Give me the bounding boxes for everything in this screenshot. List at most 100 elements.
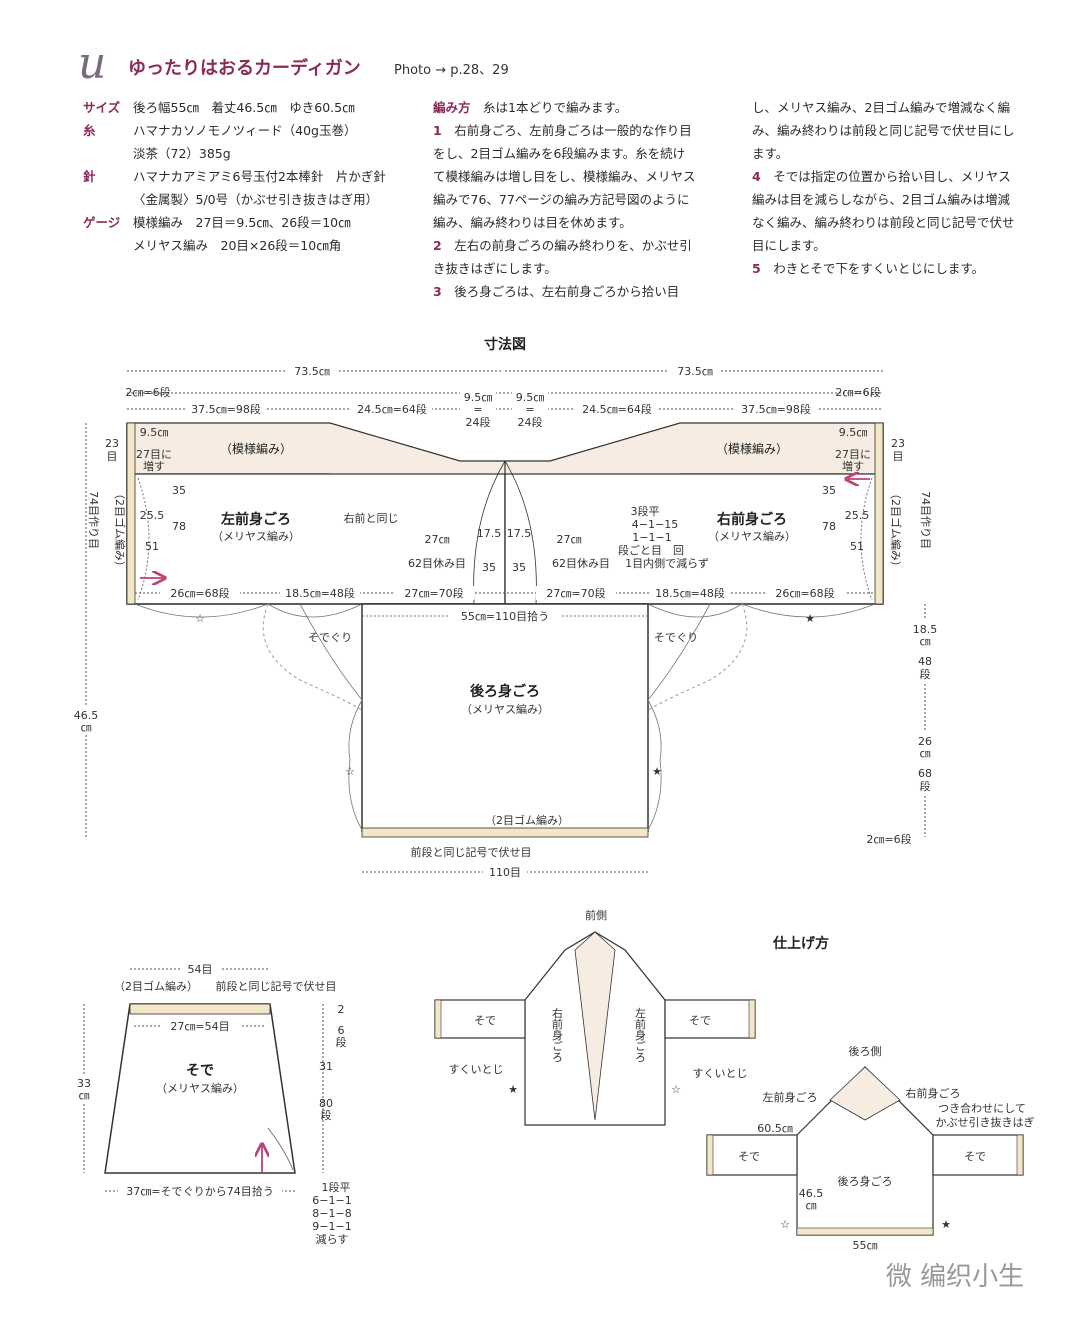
instruction-text: 後ろ身ごろは、左右前身ごろから拾い目 (454, 284, 680, 299)
star-hollow-icon: ☆ (345, 765, 355, 778)
page-title: ゆったりはおるカーディガン (128, 58, 361, 79)
join-note-1: つき合わせにして (938, 1101, 1026, 1115)
dec-inner: 1目内側で減らず (625, 556, 709, 570)
sleeve-rib: （2目ゴム編み） (114, 979, 198, 993)
dim-top-left: 73.5㎝ (294, 365, 330, 378)
finish-back-label: 後ろ側 (849, 1044, 882, 1058)
left-front-stitch: （メリヤス編み） (212, 529, 300, 543)
instruction-text: 目にします。 (752, 238, 826, 253)
star-filled-icon: ★ (652, 765, 662, 778)
instruction-text: 編み、編み終わりは目を休めます。 (433, 215, 632, 230)
dim-me: 目 (107, 450, 118, 463)
dim-175-l: 17.5 (477, 527, 502, 540)
dim-2cm-left: 2㎝=6段 (125, 385, 170, 399)
sleeve-31: 31 (319, 1060, 333, 1073)
dim-37-left: 37.5㎝=98段 (191, 402, 261, 416)
dim-55-110: 55㎝=110目拾う (461, 609, 549, 623)
unit-dan: 段 (321, 1108, 332, 1122)
dim-35-neck-r: 35 (512, 561, 526, 574)
dim-2cm-right: 2㎝=6段 (835, 385, 880, 399)
photo-reference: Photo → p.28、29 (394, 63, 509, 78)
pattern-label-left: （模様編み） (220, 441, 292, 456)
dim-26-68-r: 26㎝=68段 (775, 586, 834, 600)
sleeve-dec-2: 6−1−1 (312, 1194, 351, 1207)
col3-line: し、メリヤス編み、2目ゴム編みで増減なく編 (752, 96, 1042, 119)
dim-51-l: 51 (145, 540, 159, 553)
sleeve-stitch: （メリヤス編み） (156, 1081, 244, 1095)
back-view-465: 46.5 (799, 1187, 824, 1200)
col3-line: 編みは目を減らしながら、2目ゴム編みは増減 (752, 188, 1042, 211)
col3-line: 4 そでは指定の位置から拾い目し、メリヤス (752, 165, 1042, 188)
specs-block: サイズ後ろ幅55㎝ 着丈46.5㎝ ゆき60.5㎝ 糸ハマナカソノモノツィード（… (83, 96, 423, 257)
star-hollow-icon: ☆ (780, 1218, 790, 1231)
instruction-text: し、メリヤス編み、2目ゴム編みで増減なく編 (752, 100, 1010, 115)
col2-line: 編み、編み終わりは目を休めます。 (433, 211, 713, 234)
front-sleeve-l: そで (474, 1014, 496, 1027)
dim-95-27-r: 9.5㎝ (839, 426, 868, 439)
instruction-text: み、編み終わりは前段と同じ記号で伏せ目にし (752, 123, 1015, 138)
sleeve-80: 80 (319, 1097, 333, 1110)
instruction-text: そでは指定の位置から拾い目し、メリヤス (773, 169, 1011, 184)
dim-175-r: 17.5 (507, 527, 532, 540)
instruction-text: 編みで76、77ページの編み方記号図のように (433, 192, 690, 207)
left-front-label: 左前身ごろ (220, 511, 291, 528)
sukui-r: すくいとじ (693, 1067, 748, 1080)
armhole-left: そでぐり (308, 631, 352, 644)
front-bodies (126, 422, 884, 605)
col3-line: なく編み、編み終わりは前段と同じ記号で伏せ (752, 211, 1042, 234)
dim-185-48-r: 18.5㎝=48段 (655, 586, 725, 600)
unit-dan: 段 (336, 1035, 347, 1049)
spec-gauge-2: メリヤス編み 20目×26段＝10㎝角 (133, 238, 342, 253)
sleeve-27-54: 27㎝=54目 (170, 1020, 229, 1033)
dim-48: 48 (918, 655, 932, 668)
spec-yarn-color: 淡茶（72）385g (133, 146, 231, 161)
spec-needle: 針ハマナカアミアミ6号玉付2本棒針 片かぎ針 (83, 169, 386, 184)
sleeve-dec-1: 1段平 (322, 1180, 351, 1194)
back-label: 後ろ身ごろ (470, 683, 540, 700)
dec-dan: 段ごと目 回 (618, 543, 684, 557)
dim-78-r: 78 (822, 520, 836, 533)
back-view-body: 後ろ身ごろ (838, 1174, 893, 1188)
dim-35-neck-l: 35 (482, 561, 496, 574)
dim-23: 23 (105, 437, 119, 450)
finished-back-view (706, 1066, 1024, 1236)
star-filled-icon: ★ (941, 1218, 951, 1231)
dim-me-r: 目 (893, 450, 904, 463)
dec-3: 3段平 (631, 504, 660, 518)
spec-gauge: ゲージ模様編み 27目＝9.5㎝、26段＝10㎝ (83, 215, 351, 230)
dec-4: 4−1−15 (632, 518, 678, 531)
star-filled-icon: ★ (805, 612, 815, 625)
dim-74-right: 74目作り目 (919, 491, 932, 549)
unit-cm: ㎝ (79, 1089, 90, 1102)
instruction-text: なく編み、編み終わりは前段と同じ記号で伏せ (752, 215, 1015, 230)
unit-cm: ㎝ (920, 747, 931, 760)
dim-26-68-l: 26㎝=68段 (170, 586, 229, 600)
pattern-label-right: （模様編み） (716, 441, 788, 456)
front-sleeve-r: そで (689, 1014, 711, 1027)
instruction-text: をし、2目ゴム編みを6段編みます。糸を続け (433, 146, 686, 161)
instructions-intro: 編み方 糸は1本どりで編みます。 (433, 100, 628, 115)
dim-collar-left-rows: 24段 (466, 415, 491, 429)
finished-front-view (434, 931, 756, 1126)
dec-1: 1−1−1 (632, 531, 671, 544)
sleeve-2: 2 (338, 1003, 345, 1016)
dim-collar-left: 9.5㎝ (464, 391, 493, 404)
spec-hook: 〈金属製〉5/0号（かぶせ引き抜きはぎ用） (133, 192, 379, 207)
dim-95-27-l: 9.5㎝ (140, 426, 169, 439)
star-hollow-icon: ☆ (671, 1083, 681, 1096)
spec-size: サイズ後ろ幅55㎝ 着丈46.5㎝ ゆき60.5㎝ (83, 100, 355, 115)
instruction-text: わきとそで下をすくいとじにします。 (773, 261, 985, 276)
sleeve-dec-3: 8−1−8 (312, 1207, 351, 1220)
dim-24-left: 24.5㎝=64段 (357, 402, 427, 416)
back-rib-band (361, 827, 649, 838)
dim-110: 110目 (489, 866, 521, 879)
spec-yarn: 糸ハマナカソノモノツィード（40g玉巻） (83, 123, 357, 138)
dim-51-r: 51 (850, 540, 864, 553)
sleeve-name: そで (186, 1063, 214, 1079)
dim-27cm-l: 27㎝ (425, 533, 450, 546)
back-view-right-front: 右前身ごろ (906, 1086, 961, 1100)
instruction-text: 左右の前身ごろの編み終わりを、かぶせ引 (454, 238, 692, 253)
instruction-text: き抜きはぎにします。 (433, 261, 557, 276)
instruction-text: 右前身ごろ、左前身ごろは一般的な作り目 (454, 123, 692, 138)
